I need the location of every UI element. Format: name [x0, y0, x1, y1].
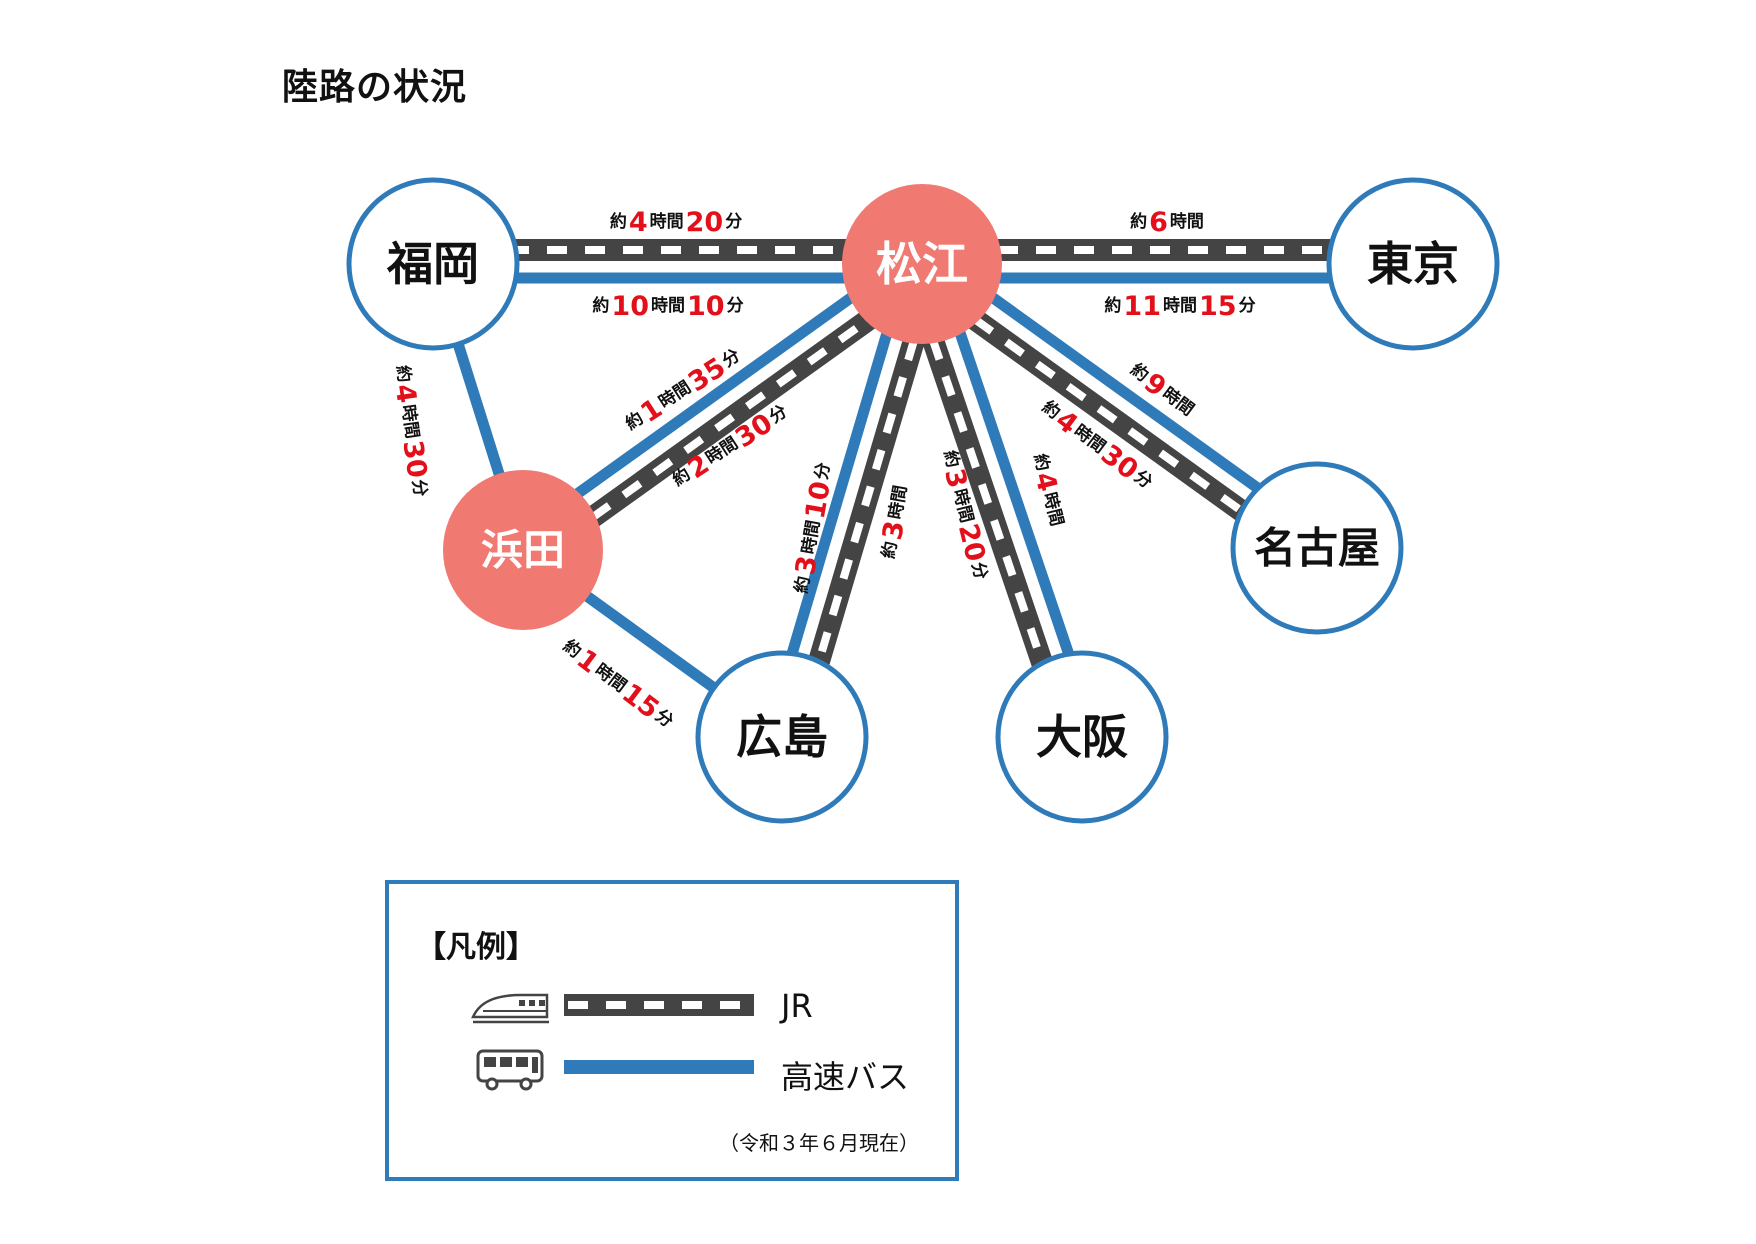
- city-label-osaka: 大阪: [1036, 710, 1128, 764]
- time-prefix: 約: [392, 364, 415, 384]
- legend: 【凡例】 JR 高速バス （令和３年６月現在）: [385, 880, 959, 1181]
- time-label-matsue_hiroshima_jr: 約3時間10分: [786, 460, 840, 596]
- time-prefix: 約: [1029, 452, 1053, 474]
- city-label-hiroshima: 広島: [736, 710, 828, 764]
- time-unit: 時間: [885, 484, 912, 521]
- jr-line-hamada-matsue: [524, 266, 937, 571]
- svg-text:約4時間: 約4時間: [1024, 450, 1072, 529]
- time-prefix: 約: [1104, 295, 1121, 316]
- time-unit: 分: [408, 478, 430, 498]
- svg-text:約3時間20分: 約3時間20分: [934, 447, 996, 583]
- time-unit: 時間: [1163, 295, 1197, 316]
- time-unit: 分: [725, 212, 742, 232]
- time-label-matsue_hiroshima_bus: 約3時間: [873, 483, 916, 561]
- city-label-fukuoka: 福岡: [386, 237, 479, 291]
- city-label-tokyo: 東京: [1367, 237, 1459, 291]
- svg-text:約3時間10分: 約3時間10分: [786, 460, 840, 596]
- time-unit: 分: [1239, 296, 1256, 316]
- time-prefix: 約: [610, 211, 627, 232]
- page-title: 陸路の状況: [282, 67, 468, 108]
- svg-text:約4時間30分: 約4時間30分: [386, 363, 435, 498]
- city-node-osaka: 大阪: [995, 650, 1169, 824]
- bus-line-hamada-matsue: [511, 248, 918, 544]
- train-icon: [471, 993, 549, 1024]
- legend-bus-label: 高速バス: [781, 1058, 910, 1096]
- city-label-hamada: 浜田: [481, 526, 565, 575]
- bus-icon: [476, 1049, 544, 1091]
- time-prefix: 約: [791, 575, 815, 595]
- bus-line-sample: [564, 1060, 754, 1074]
- legend-note: （令和３年６月現在）: [719, 1131, 919, 1155]
- time-unit: 時間: [1039, 490, 1068, 528]
- city-node-matsue: 松江: [842, 184, 1002, 344]
- legend-jr-label: JR: [781, 987, 813, 1025]
- time-prefix: 約: [878, 540, 902, 560]
- city-node-hamada: 浜田: [443, 470, 603, 630]
- city-label-matsue: 松江: [876, 237, 968, 291]
- time-label-matsue_osaka_bus: 約4時間: [1024, 450, 1072, 529]
- city-node-fukuoka: 福岡: [346, 177, 520, 351]
- time-number: 4: [629, 207, 648, 238]
- jr-line-sample: [564, 994, 754, 1016]
- time-unit: 時間: [1170, 211, 1204, 232]
- time-number: 3: [877, 518, 911, 542]
- city-node-tokyo: 東京: [1326, 177, 1500, 351]
- time-unit: 時間: [651, 295, 685, 316]
- svg-text:約3時間: 約3時間: [873, 483, 916, 561]
- time-number: 4: [389, 382, 422, 405]
- time-number: 30: [397, 438, 433, 480]
- time-prefix: 約: [939, 448, 963, 470]
- city-label-nagoya: 名古屋: [1254, 524, 1380, 573]
- time-unit: 時間: [397, 403, 423, 440]
- time-label-fukuoka_hamada_bus: 約4時間30分: [386, 363, 435, 498]
- time-prefix: 約: [592, 295, 609, 316]
- city-node-nagoya: 名古屋: [1230, 461, 1404, 635]
- time-number: 20: [686, 207, 724, 238]
- time-number: 6: [1149, 207, 1168, 238]
- time-unit: 分: [727, 296, 744, 316]
- time-prefix: 約: [1130, 211, 1147, 232]
- time-number: 11: [1123, 291, 1161, 322]
- legend-heading: 【凡例】: [416, 930, 536, 965]
- city-node-hiroshima: 広島: [695, 650, 869, 824]
- time-number: 3: [790, 553, 824, 577]
- time-number: 10: [611, 291, 649, 322]
- time-label-matsue_osaka_jr: 約3時間20分: [934, 447, 996, 583]
- time-unit: 分: [967, 560, 991, 581]
- time-unit: 分: [812, 461, 835, 481]
- time-unit: 時間: [650, 211, 684, 232]
- time-number: 15: [1199, 291, 1237, 322]
- time-number: 10: [687, 291, 725, 322]
- time-number: 10: [799, 479, 836, 521]
